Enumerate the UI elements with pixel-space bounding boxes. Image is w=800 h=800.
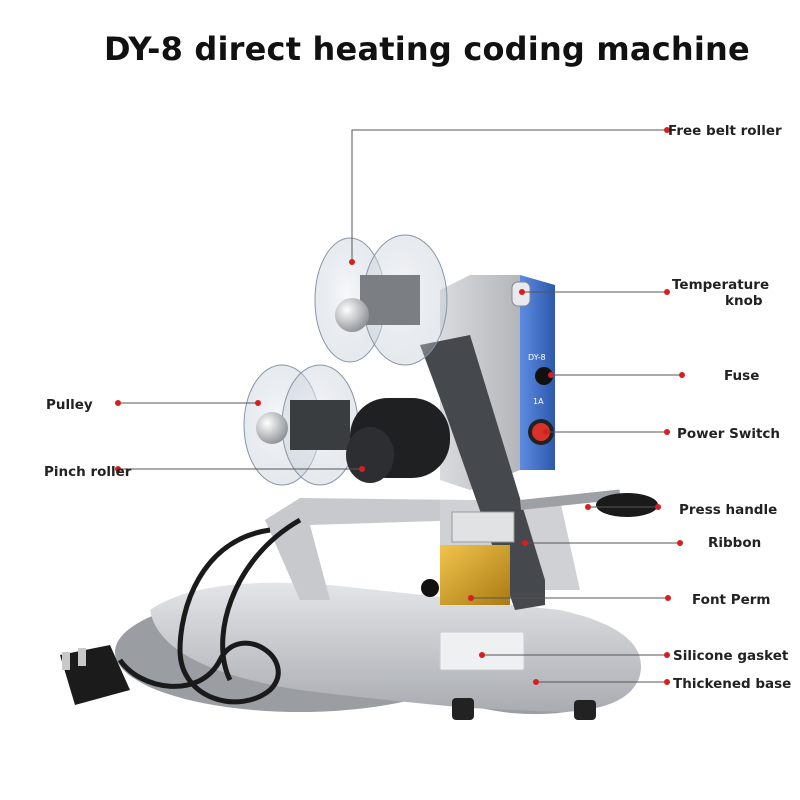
callout-lines — [118, 129, 682, 683]
label-press-handle: Press handle — [679, 502, 778, 518]
callout-dots — [115, 127, 685, 685]
silicone-gasket — [439, 631, 525, 671]
fuse — [535, 367, 553, 385]
free-belt-roller[interactable] — [314, 234, 448, 366]
pulley[interactable] — [243, 364, 359, 486]
press-handle[interactable] — [520, 489, 658, 517]
power-switch[interactable] — [528, 419, 554, 445]
label-fuse: Fuse — [724, 368, 760, 384]
thickened-base — [115, 582, 641, 720]
page-title: DY-8 direct heating coding machine — [104, 30, 750, 68]
panel-model-text: DY-8 — [528, 353, 546, 362]
label-pinch-roller: Pinch roller — [44, 464, 132, 480]
label-pulley: Pulley — [46, 397, 93, 413]
label-temperature-knob-line2: knob — [725, 293, 763, 309]
label-thickened-base: Thickened base — [673, 676, 792, 692]
power-cord — [60, 517, 302, 705]
panel-fuse-text: 1A — [533, 397, 544, 406]
label-silicone-gasket: Silicone gasket — [673, 648, 789, 664]
label-ribbon: Ribbon — [708, 535, 762, 551]
label-free-belt-roller: Free belt roller — [668, 123, 782, 139]
label-temperature-knob-line1: Temperature — [672, 277, 770, 293]
label-power-switch: Power Switch — [677, 426, 781, 442]
font-perm — [421, 511, 515, 605]
label-font-perm: Font Perm — [692, 592, 771, 608]
